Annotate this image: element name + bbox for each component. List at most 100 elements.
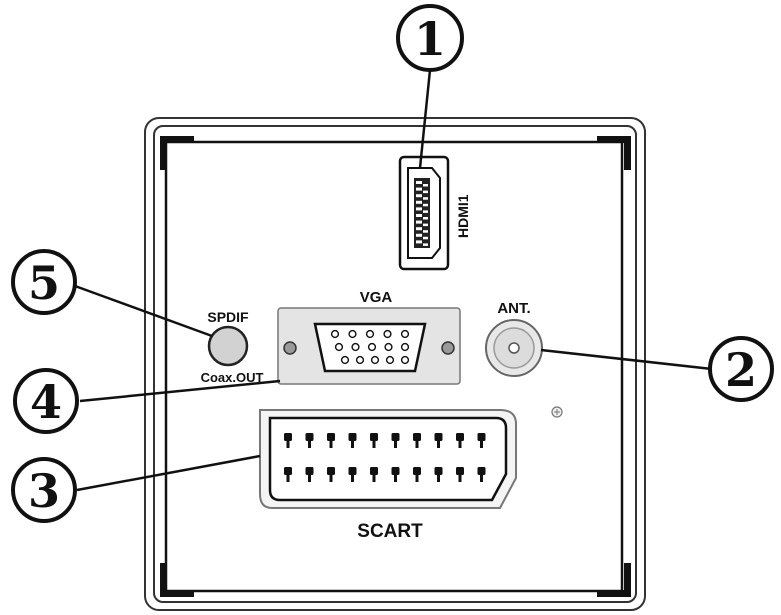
- scart-port: [259, 409, 517, 509]
- hdmi-pin: [416, 240, 422, 244]
- callout-4: 4: [13, 368, 79, 434]
- hdmi-pin: [423, 190, 428, 194]
- svg-text:5: 5: [28, 256, 60, 310]
- scart-pin: [434, 467, 443, 475]
- hdmi-pin: [423, 236, 428, 240]
- scart-pin-stem: [351, 441, 354, 448]
- scart-pin-stem: [480, 441, 483, 448]
- callout-5: 5: [11, 249, 77, 315]
- leader-1: [418, 69, 432, 169]
- scart-pin-stem: [480, 475, 483, 482]
- vga-pin: [365, 329, 375, 339]
- leader-3: [76, 454, 261, 492]
- screw-icon: [551, 406, 563, 418]
- scart-pin: [456, 467, 464, 475]
- hdmi-pin: [423, 223, 428, 227]
- scart-pin: [370, 467, 378, 475]
- callout-3: 3: [11, 457, 77, 523]
- vga-pin: [370, 355, 380, 365]
- vga-pin: [400, 355, 410, 365]
- panel-outer-frame: [144, 117, 646, 611]
- vga-pin: [330, 329, 340, 339]
- spdif-port: [207, 325, 249, 367]
- vga-pin: [367, 342, 377, 352]
- vga-screw-left: [283, 341, 297, 355]
- hdmi-pin: [416, 207, 422, 211]
- scart-pin-stem: [329, 475, 333, 482]
- scart-pin-stem: [308, 441, 311, 448]
- callout-leaders: [74, 69, 713, 492]
- hdmi-pin: [416, 194, 422, 198]
- hdmi-pin: [416, 233, 422, 237]
- scart-pin: [327, 433, 335, 441]
- scart-label: SCART: [357, 521, 423, 542]
- scart-pin-stem: [394, 475, 397, 482]
- scart-pin-stem: [372, 441, 376, 448]
- scart-pin: [391, 467, 400, 475]
- hdmi-pin: [423, 243, 428, 246]
- scart-pin-stem: [437, 441, 440, 448]
- callout-1: 1: [396, 4, 464, 72]
- antenna-port: [485, 319, 543, 377]
- hdmi-label: HDMI1: [455, 194, 471, 238]
- scart-pin: [348, 433, 357, 441]
- spdif-label: SPDIF: [207, 309, 249, 325]
- vga-pin: [340, 355, 350, 365]
- svg-text:1: 1: [414, 12, 446, 66]
- scart-pin: [305, 433, 314, 441]
- vga-pin: [400, 342, 410, 352]
- hdmi-pin: [423, 210, 428, 213]
- panel-inner-frame: [153, 125, 637, 603]
- svg-text:2: 2: [725, 343, 757, 397]
- leader-5: [74, 284, 213, 338]
- vga-port: [277, 307, 461, 385]
- corner-brackets: [160, 136, 631, 597]
- scart-pin-stem: [351, 475, 354, 482]
- scart-pin: [391, 433, 400, 441]
- svg-text:3: 3: [28, 464, 60, 518]
- scart-pin-stem: [286, 441, 290, 448]
- leader-4: [79, 379, 281, 403]
- svg-text:4: 4: [30, 375, 62, 429]
- scart-pin: [348, 467, 357, 475]
- vga-label: VGA: [360, 289, 393, 306]
- scart-pin-stem: [372, 475, 376, 482]
- scart-pin-stem: [394, 441, 397, 448]
- vga-pin: [384, 342, 393, 352]
- antenna-label: ANT.: [497, 300, 530, 317]
- hdmi-pin: [416, 200, 422, 204]
- scart-pin: [413, 467, 421, 475]
- scart-pin-stem: [415, 441, 419, 448]
- hdmi-pin: [423, 203, 428, 207]
- hdmi-pin: [416, 227, 422, 231]
- scart-pin: [477, 433, 486, 441]
- scart-pin: [305, 467, 314, 475]
- vga-pin: [348, 329, 357, 339]
- hdmi-pin: [416, 181, 422, 184]
- scart-pin-stem: [308, 475, 311, 482]
- hdmi-pin: [416, 214, 422, 217]
- scart-pin-stem: [458, 475, 462, 482]
- hdmi-pin: [416, 220, 422, 224]
- scart-pin: [284, 433, 292, 441]
- vga-pin: [383, 329, 392, 339]
- scart-pin-stem: [437, 475, 440, 482]
- vga-pin: [355, 355, 365, 365]
- scart-pin: [413, 433, 421, 441]
- scart-pin: [477, 467, 486, 475]
- scart-pin-stem: [329, 441, 333, 448]
- vga-pin: [351, 342, 360, 352]
- hdmi-pin: [416, 187, 422, 191]
- scart-pin: [434, 433, 443, 441]
- hdmi-pin: [423, 217, 428, 220]
- scart-pin-stem: [458, 441, 462, 448]
- hdmi-pin: [423, 230, 428, 233]
- hdmi-pin: [423, 184, 428, 187]
- scart-pin: [370, 433, 378, 441]
- spdif-sublabel: Coax.OUT: [201, 370, 264, 385]
- scart-pin-stem: [415, 475, 419, 482]
- callout-2: 2: [708, 336, 774, 402]
- hdmi-pin: [423, 197, 428, 200]
- vga-pin: [334, 342, 344, 352]
